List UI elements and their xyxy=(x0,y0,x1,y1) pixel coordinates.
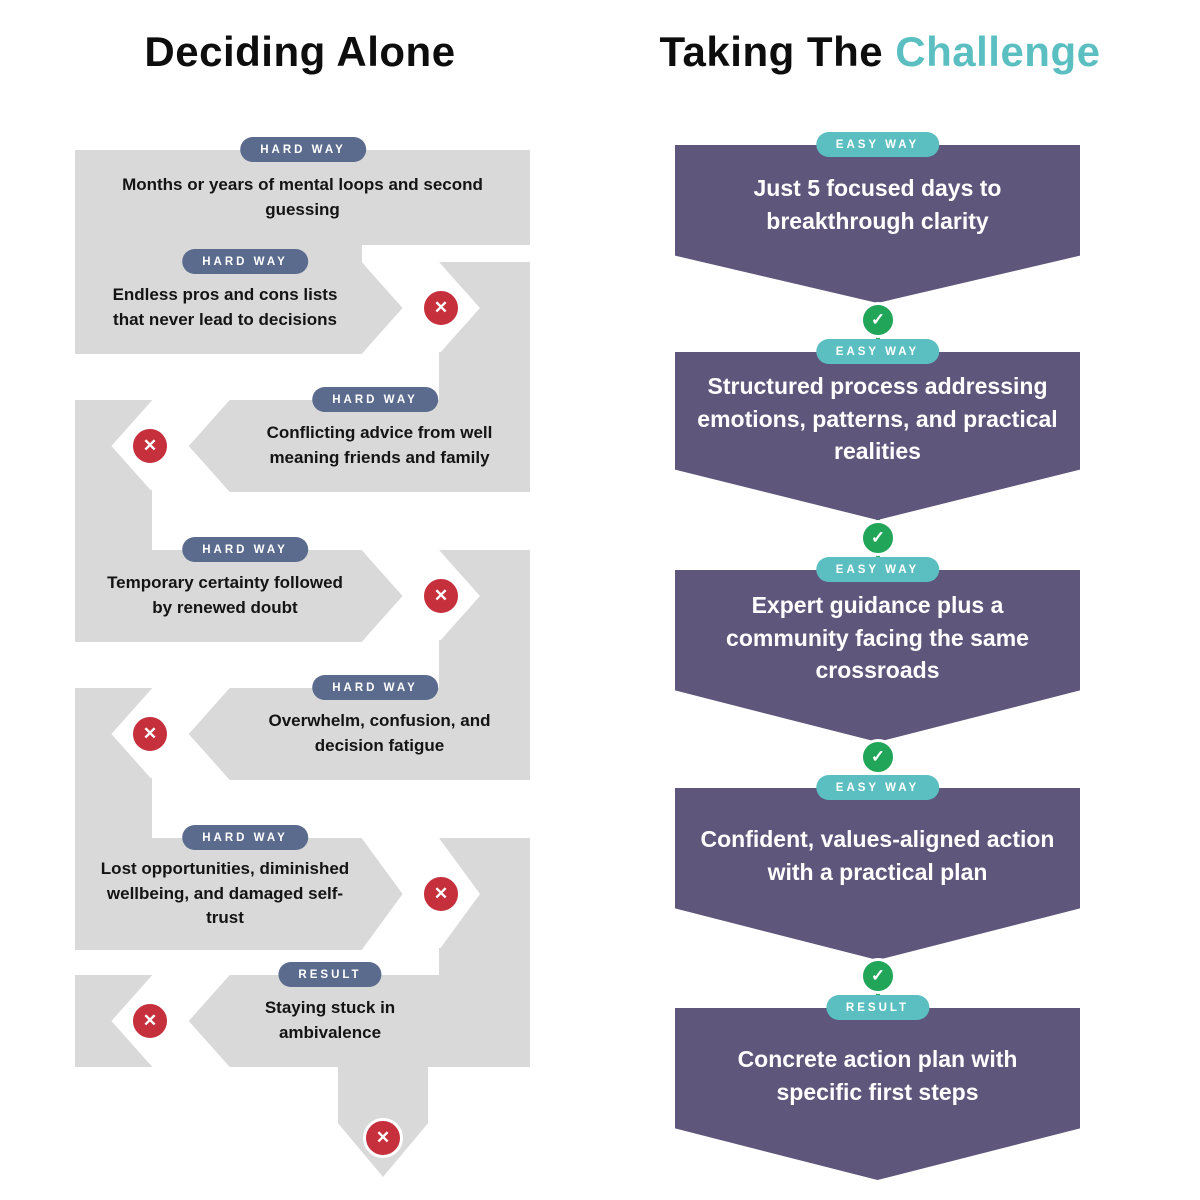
cross-icon: ✕ xyxy=(421,288,461,328)
banner-text: Expert guidance plus a community facing … xyxy=(726,592,1029,684)
easy-way-badge: EASY WAY xyxy=(815,775,940,800)
step-text: Conflicting advice from well meaning fri… xyxy=(266,423,493,467)
hard-way-step-6: HARD WAY Lost opportunities, diminished … xyxy=(75,825,530,950)
hard-way-badge: HARD WAY xyxy=(312,387,438,412)
flow-connector xyxy=(439,640,530,690)
result-badge: RESULT xyxy=(825,995,930,1020)
banner-text: Concrete action plan with specific first… xyxy=(737,1046,1018,1105)
hard-way-step-2: HARD WAY Endless pros and cons lists tha… xyxy=(75,249,530,354)
check-icon: ✓ xyxy=(860,739,896,775)
step-text: Staying stuck in ambivalence xyxy=(264,998,396,1042)
check-icon: ✓ xyxy=(860,520,896,556)
result-step-right: RESULT Concrete action plan with specifi… xyxy=(675,995,1080,1180)
step-shape xyxy=(75,550,403,642)
step-text: Endless pros and cons lists that never l… xyxy=(112,285,338,329)
flow-connector xyxy=(439,352,530,402)
step-text: Lost opportunities, diminished wellbeing… xyxy=(100,859,350,928)
right-title-black: Taking The xyxy=(659,28,884,75)
hard-way-badge: HARD WAY xyxy=(182,537,308,562)
step-text: Overwhelm, confusion, and decision fatig… xyxy=(268,711,491,755)
right-title-teal: Challenge xyxy=(895,28,1101,75)
flow-connector xyxy=(439,948,530,977)
banner-text: Confident, values-aligned action with a … xyxy=(700,826,1055,885)
easy-way-step-3: EASY WAY Expert guidance plus a communit… xyxy=(675,557,1080,742)
step-text: Months or years of mental loops and seco… xyxy=(122,174,483,219)
easy-way-step-1: EASY WAY Just 5 focused days to breakthr… xyxy=(675,132,1080,303)
hard-way-badge: HARD WAY xyxy=(182,249,308,274)
easy-way-step-4: EASY WAY Confident, values-aligned actio… xyxy=(675,775,1080,960)
result-badge: RESULT xyxy=(278,962,382,987)
banner-text: Just 5 focused days to breakthrough clar… xyxy=(753,175,1002,234)
left-column-title: Deciding Alone xyxy=(144,28,456,75)
hard-way-step-5: HARD WAY Overwhelm, confusion, and decis… xyxy=(75,675,530,780)
step-shape xyxy=(75,262,403,354)
flow-connector xyxy=(75,490,152,552)
flow-connector xyxy=(75,778,152,840)
hard-way-step-4: HARD WAY Temporary certainty followed by… xyxy=(75,537,530,642)
cross-icon: ✕ xyxy=(130,426,170,466)
banner-text: Structured process addressing emotions, … xyxy=(697,373,1058,465)
cross-icon: ✕ xyxy=(130,1001,170,1041)
easy-way-badge: EASY WAY xyxy=(815,557,940,582)
easy-way-badge: EASY WAY xyxy=(815,132,940,157)
hard-way-step-1: HARD WAY Months or years of mental loops… xyxy=(75,137,530,245)
step-shape xyxy=(188,400,530,492)
step-text: Temporary certainty followed by renewed … xyxy=(107,573,343,617)
step-shape xyxy=(188,975,530,1067)
cross-icon: ✕ xyxy=(130,714,170,754)
hard-way-step-3: HARD WAY Conflicting advice from well me… xyxy=(75,387,530,492)
check-icon: ✓ xyxy=(860,302,896,338)
hard-way-badge: HARD WAY xyxy=(240,137,366,162)
hard-way-badge: HARD WAY xyxy=(182,825,308,850)
check-icon: ✓ xyxy=(860,958,896,994)
cross-icon: ✕ xyxy=(421,874,461,914)
result-step-left: RESULT Staying stuck in ambivalence ✕ xyxy=(75,962,530,1067)
step-shape xyxy=(75,838,403,950)
step-shape xyxy=(75,150,530,245)
hard-way-badge: HARD WAY xyxy=(312,675,438,700)
cross-icon: ✕ xyxy=(421,576,461,616)
easy-way-step-2: EASY WAY Structured process addressing e… xyxy=(675,339,1080,520)
right-column-title: Taking The Challenge xyxy=(635,28,1125,76)
easy-way-badge: EASY WAY xyxy=(815,339,940,364)
cross-icon: ✕ xyxy=(363,1118,403,1158)
step-shape xyxy=(188,688,530,780)
